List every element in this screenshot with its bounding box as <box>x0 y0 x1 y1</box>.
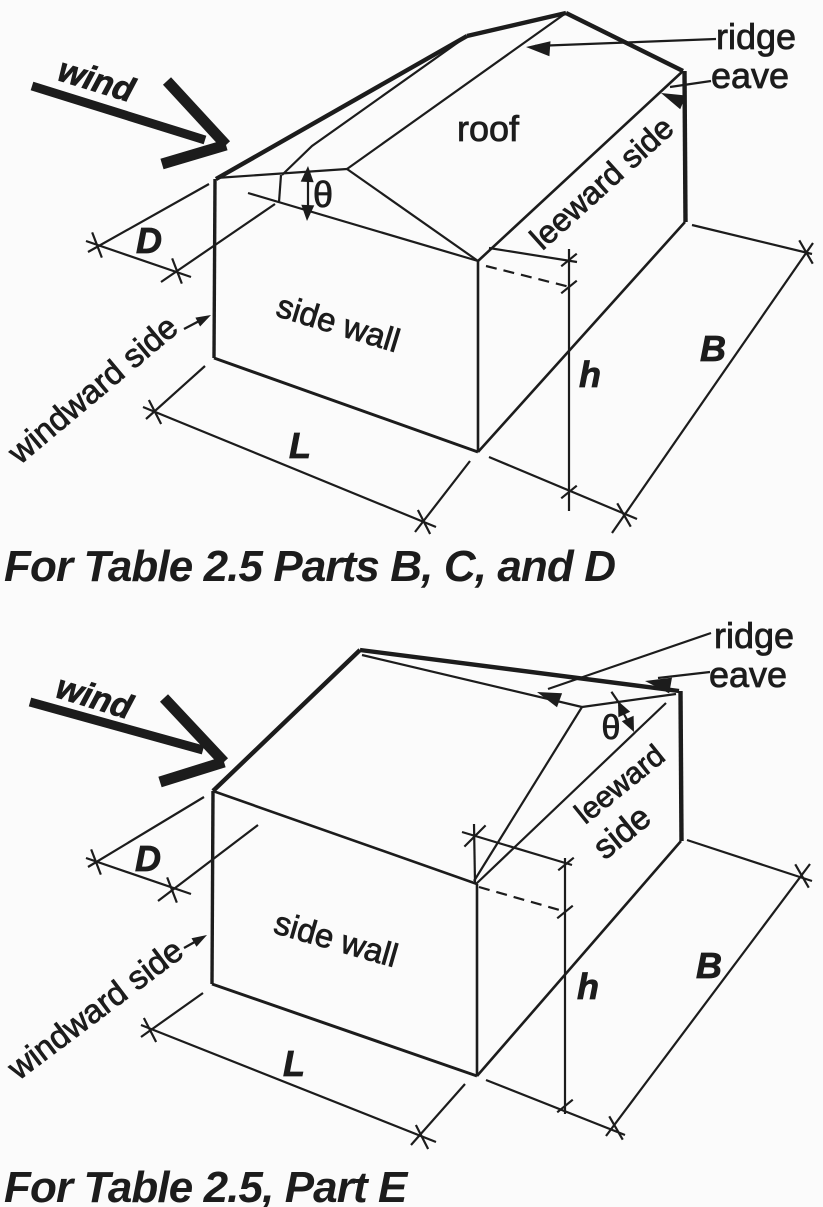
svg-text:B: B <box>696 945 722 986</box>
svg-text:D: D <box>135 838 161 879</box>
svg-text:For Table 2.5 Parts B, C, and: For Table 2.5 Parts B, C, and D <box>4 542 615 591</box>
svg-text:θ: θ <box>602 709 621 747</box>
svg-text:h: h <box>579 354 601 395</box>
svg-text:L: L <box>283 1043 305 1084</box>
svg-text:roof: roof <box>457 108 520 149</box>
svg-text:D: D <box>136 220 162 261</box>
svg-text:B: B <box>700 328 726 369</box>
svg-text:ridge: ridge <box>714 615 794 656</box>
svg-text:For Table 2.5, Part E: For Table 2.5, Part E <box>4 1163 409 1207</box>
svg-text:L: L <box>289 425 311 466</box>
svg-text:ridge: ridge <box>716 16 796 57</box>
svg-text:eave: eave <box>709 654 787 695</box>
svg-text:h: h <box>577 966 599 1007</box>
svg-text:θ: θ <box>313 174 333 215</box>
svg-text:eave: eave <box>711 55 789 96</box>
